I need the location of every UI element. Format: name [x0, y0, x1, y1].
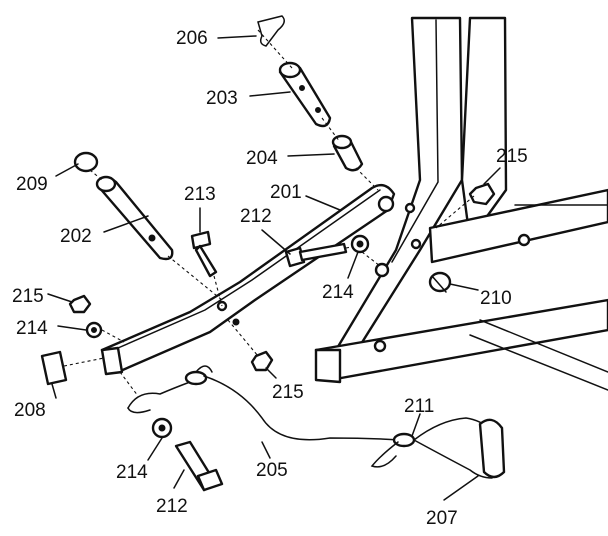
label-202: 202 [60, 226, 92, 247]
label-210: 210 [480, 288, 512, 309]
pin-203 [278, 61, 332, 128]
label-215-top: 215 [496, 146, 528, 167]
label-212-bottom: 212 [156, 496, 188, 517]
label-205: 205 [256, 460, 288, 481]
label-214-mid: 214 [322, 282, 354, 303]
cap-210 [428, 271, 452, 293]
washer-214-left [85, 321, 103, 339]
nut-215-left [68, 294, 92, 314]
bolt-212-top [284, 242, 357, 268]
label-204: 204 [246, 148, 278, 169]
cable-205 [127, 365, 401, 441]
washer-214-mid [350, 234, 370, 254]
nut-215-top [468, 182, 496, 206]
main-frame [314, 16, 608, 391]
label-207: 207 [426, 508, 458, 529]
label-215-bottom: 215 [272, 382, 304, 403]
pin-202 [95, 175, 174, 261]
label-212-top: 212 [240, 206, 272, 227]
assembly-lines [63, 29, 475, 397]
label-215-left: 215 [12, 286, 44, 307]
cap-209 [73, 151, 99, 173]
washer-214-bottom [151, 417, 173, 439]
label-206: 206 [176, 28, 208, 49]
clip-206 [257, 15, 285, 47]
bolt-212-bottom [174, 440, 224, 492]
label-214-left: 214 [16, 318, 48, 339]
sleeve-204 [331, 134, 364, 172]
label-211: 211 [404, 396, 434, 417]
label-214-bottom: 214 [116, 462, 148, 483]
label-213: 213 [184, 184, 216, 205]
arm-201 [100, 183, 396, 376]
nut-215-bottom [250, 350, 274, 372]
label-209: 209 [16, 174, 48, 195]
handle-207 [413, 417, 506, 479]
label-201: 201 [270, 182, 302, 203]
leader-lines [47, 35, 501, 501]
bolt-213 [190, 230, 223, 307]
label-203: 203 [206, 88, 238, 109]
endcap-208 [40, 350, 68, 386]
label-208: 208 [14, 400, 46, 421]
